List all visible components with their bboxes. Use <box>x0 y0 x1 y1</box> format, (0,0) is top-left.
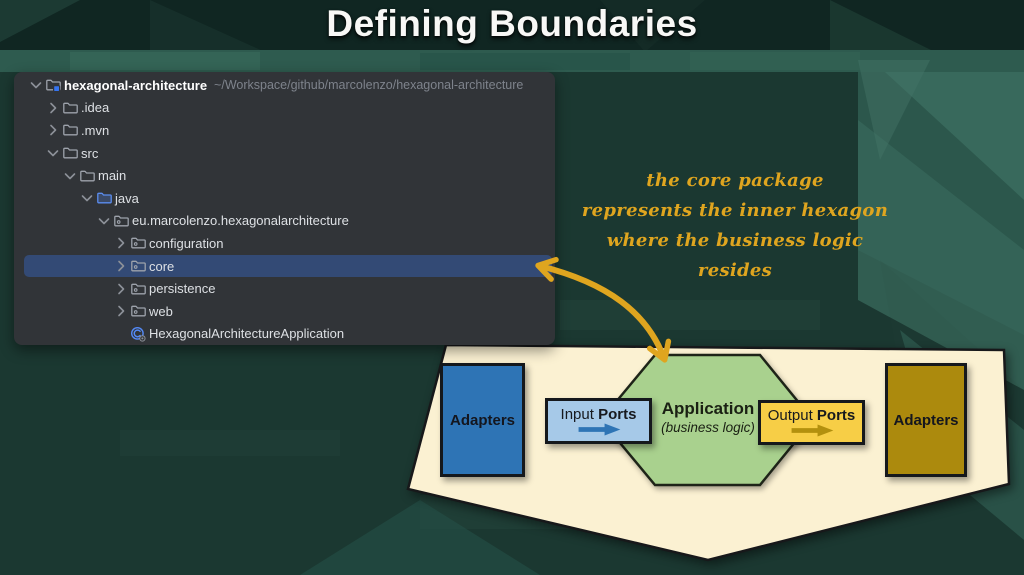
tree-item-java[interactable]: java <box>24 187 552 210</box>
tree-item-core[interactable]: core <box>24 254 552 278</box>
right-arrow-icon <box>578 422 620 436</box>
tree-item-label: main <box>98 168 127 184</box>
chevron-down-icon[interactable] <box>96 213 112 229</box>
chevron-right-icon[interactable] <box>113 303 129 319</box>
project-path: ~/Workspace/github/marcolenzo/hexagonal-… <box>214 78 524 93</box>
tree-item-persistence[interactable]: persistence <box>24 277 552 300</box>
chevron-right-icon[interactable] <box>113 235 129 251</box>
tree-item-idea[interactable]: .idea <box>24 97 552 120</box>
tree-item-mvn[interactable]: .mvn <box>24 119 552 142</box>
tree-item-main[interactable]: main <box>24 164 552 187</box>
source-folder-icon <box>96 190 112 206</box>
package-icon <box>130 258 146 274</box>
annotation-line: represents the inner hexagon <box>581 200 889 221</box>
chevron-right-icon[interactable] <box>113 258 129 274</box>
folder-icon <box>62 122 78 138</box>
left-adapters-label: Adapters <box>449 411 516 429</box>
application-title: Application <box>661 399 755 418</box>
annotation-line: the core package <box>646 170 824 191</box>
tree-item-package-root[interactable]: eu.marcolenzo.hexagonalarchitecture <box>24 210 552 233</box>
folder-icon <box>62 145 78 161</box>
right-arrow-icon <box>791 424 833 437</box>
title-bar: Defining Boundaries <box>0 0 1024 48</box>
chevron-right-icon[interactable] <box>113 281 129 297</box>
tree-item-label: src <box>81 145 99 161</box>
left-adapters-box: Adapters <box>440 363 525 477</box>
chevron-down-icon[interactable] <box>45 145 61 161</box>
tree-item-label: web <box>149 303 173 319</box>
package-icon <box>130 235 146 251</box>
application-subtitle: (business logic) <box>661 420 755 435</box>
page-title: Defining Boundaries <box>326 3 698 44</box>
chevron-down-icon[interactable] <box>62 168 78 184</box>
chevron-down-icon[interactable] <box>79 190 95 206</box>
right-adapters-box: Adapters <box>885 363 967 477</box>
chevron-right-icon[interactable] <box>45 122 61 138</box>
folder-icon <box>79 168 95 184</box>
tree-item-application-class[interactable]: HexagonalArchitectureApplication <box>24 323 552 345</box>
tree-item-configuration[interactable]: configuration <box>24 232 552 255</box>
project-folder-icon <box>45 77 61 93</box>
input-ports-label: Input Ports <box>560 405 637 423</box>
tree-item-root[interactable]: hexagonal-architecture ~/Workspace/githu… <box>24 74 552 97</box>
package-icon <box>113 213 129 229</box>
chevron-right-icon[interactable] <box>45 100 61 116</box>
annotation-text: the core package represents the inner he… <box>570 166 900 286</box>
tree-item-label: .mvn <box>81 122 110 138</box>
tree-item-label: HexagonalArchitectureApplication <box>149 326 345 342</box>
package-icon <box>130 281 146 297</box>
tree-item-label: hexagonal-architecture <box>64 77 208 93</box>
tree-item-label: persistence <box>149 281 216 297</box>
tree-item-label: core <box>149 258 175 274</box>
project-tree-panel: hexagonal-architecture ~/Workspace/githu… <box>14 72 555 345</box>
right-adapters-label: Adapters <box>893 411 959 429</box>
class-icon <box>130 326 146 342</box>
tree-item-label: configuration <box>149 235 224 251</box>
folder-icon <box>62 100 78 116</box>
chevron-down-icon[interactable] <box>28 77 44 93</box>
package-icon <box>130 303 146 319</box>
tree-item-label: java <box>115 190 139 206</box>
annotation-line: where the business logic resides <box>606 230 864 281</box>
tree-item-src[interactable]: src <box>24 142 552 165</box>
tree-item-label: .idea <box>81 100 110 116</box>
application-label: Application (business logic) <box>630 399 786 436</box>
tree-item-label: eu.marcolenzo.hexagonalarchitecture <box>132 213 349 229</box>
tree-item-web[interactable]: web <box>24 300 552 323</box>
